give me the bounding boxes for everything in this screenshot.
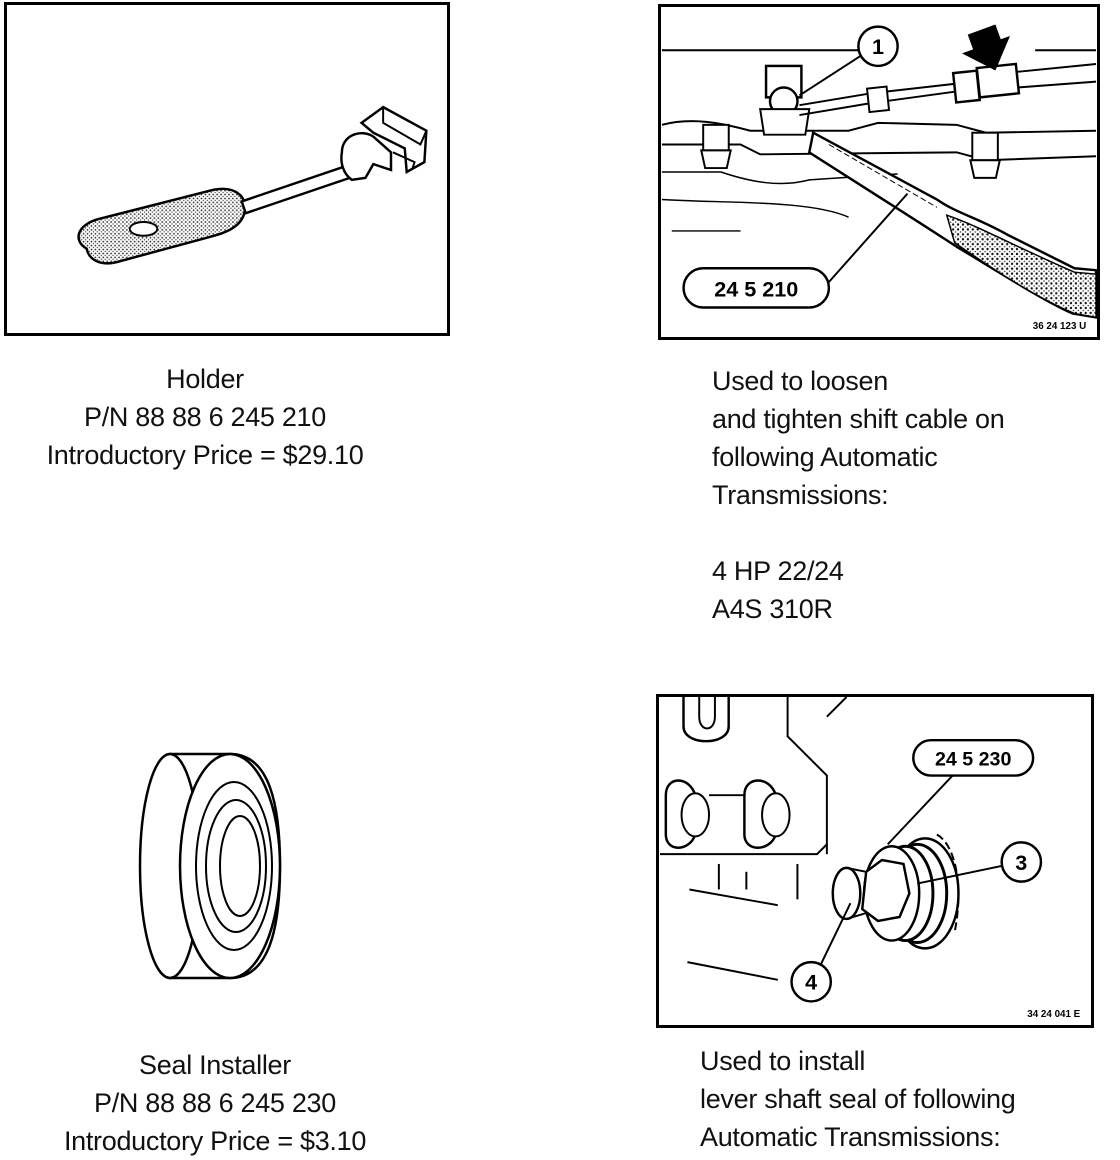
holder-usage: Used to loosen and tighten shift cable o… [712, 362, 1092, 628]
seal-installer-icon [138, 752, 282, 980]
shift-cable-illustration: 1 24 5 210 36 24 123 U [658, 4, 1100, 340]
callout-4: 4 [805, 970, 817, 995]
tool-callout-245210: 24 5 210 [714, 277, 798, 302]
holder-usage-line-2: and tighten shift cable on [712, 404, 1005, 434]
figure-code-1: 36 24 123 U [1033, 321, 1086, 332]
seal-usage-line-1: Used to install [700, 1046, 866, 1076]
holder-tool-icon [77, 105, 428, 265]
holder-name: Holder [166, 364, 244, 394]
lever-shaft-seal-diagram: 24 5 230 3 4 34 24 041 E [659, 697, 1081, 1020]
seal-installer-caption: Seal Installer P/N 88 88 6 245 230 Intro… [20, 1046, 410, 1160]
figure-code-2: 34 24 041 E [1027, 1009, 1080, 1020]
lever-shaft-seal-illustration: 24 5 230 3 4 34 24 041 E [656, 694, 1094, 1028]
callout-3: 3 [1015, 850, 1027, 875]
seal-installer-usage: Used to install lever shaft seal of foll… [700, 1042, 1100, 1156]
shift-cable-diagram: 1 24 5 210 36 24 123 U [661, 24, 1097, 332]
seal-installer-name: Seal Installer [139, 1050, 291, 1080]
holder-part-number: P/N 88 88 6 245 210 [84, 402, 326, 432]
seal-installer-illustration [130, 746, 300, 986]
seal-usage-line-3: Automatic Transmissions: [700, 1122, 1001, 1152]
holder-usage-line-3: following Automatic [712, 442, 938, 472]
holder-usage-line-4: Transmissions: [712, 480, 889, 510]
callout-1: 1 [872, 34, 884, 59]
seal-usage-line-2: lever shaft seal of following [700, 1084, 1016, 1114]
holder-usage-line-1: Used to loosen [712, 366, 888, 396]
holder-illustration [4, 2, 450, 336]
holder-caption: Holder P/N 88 88 6 245 210 Introductory … [10, 360, 400, 474]
seal-installer-price: Introductory Price = $3.10 [63, 1126, 367, 1156]
transmission-item: A4S 310R [712, 594, 833, 624]
seal-installer-part-number: P/N 88 88 6 245 230 [94, 1088, 336, 1118]
transmission-item: 4 HP 22/24 [712, 556, 844, 586]
holder-price: Introductory Price = $29.10 [46, 440, 364, 470]
tool-callout-245230: 24 5 230 [935, 749, 1011, 771]
